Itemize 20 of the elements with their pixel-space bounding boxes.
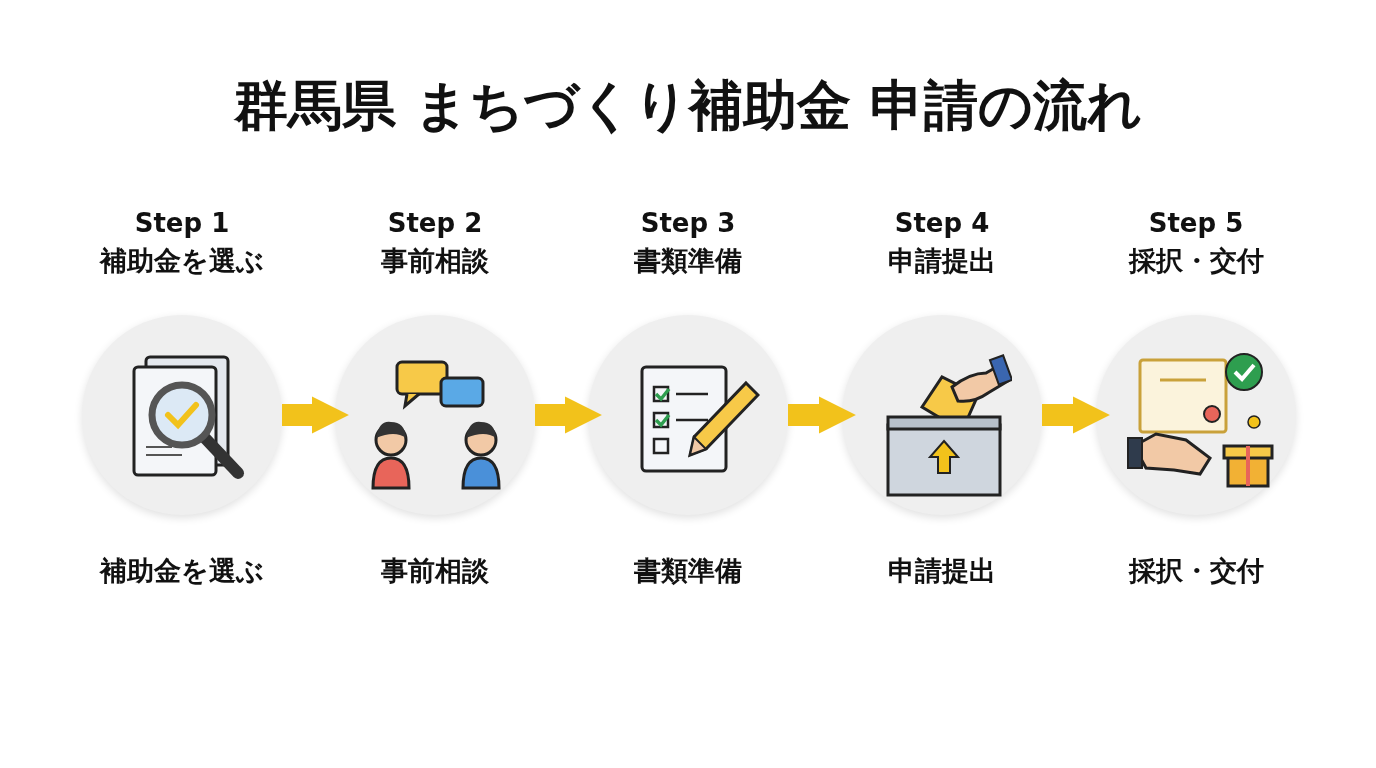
step-label: 書類準備 (633, 554, 743, 588)
arrow (1042, 396, 1110, 434)
step-number: Step 1 (134, 207, 230, 240)
step-label: 採択・交付 (1127, 554, 1265, 588)
step-heading: 申請提出 (888, 244, 996, 278)
step-number: Step 2 (387, 207, 483, 240)
arrow (535, 396, 602, 434)
step-heading: 事前相談 (381, 244, 489, 278)
step-heading: 補助金を選ぶ (100, 244, 264, 278)
arrow (282, 396, 349, 434)
step-label: 事前相談 (380, 554, 490, 588)
arrow (788, 396, 856, 434)
step-number: Step 5 (1148, 207, 1244, 240)
step-label: 申請提出 (887, 554, 997, 588)
step-number: Step 4 (894, 207, 990, 240)
step-label: 補助金を選ぶ (98, 554, 265, 588)
step-number: Step 3 (640, 207, 736, 240)
step-heading: 採択・交付 (1128, 244, 1264, 278)
title: 群馬県 まちづくり補助金 申請の流れ (232, 73, 1144, 139)
step-heading: 書類準備 (634, 244, 742, 278)
